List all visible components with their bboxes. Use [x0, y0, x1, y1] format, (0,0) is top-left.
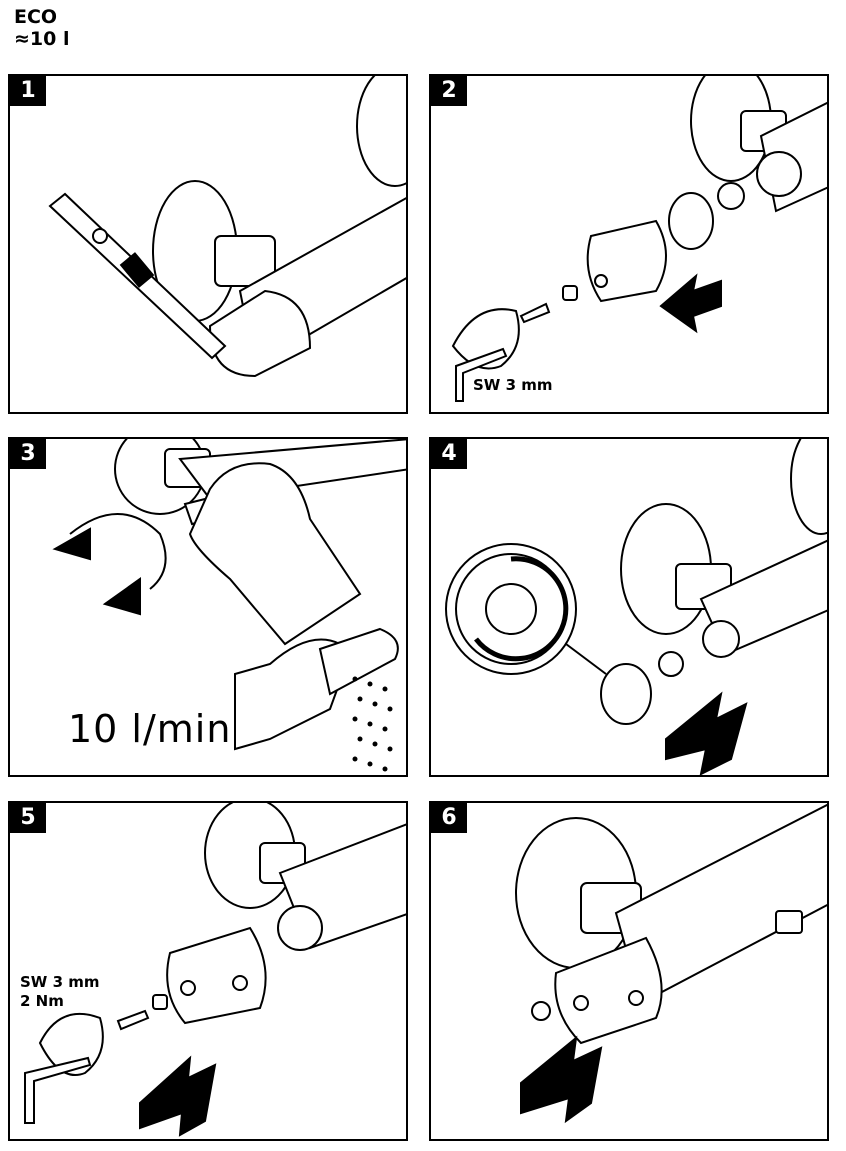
thermostat-cartridge-icon	[277, 905, 323, 951]
step-2-illustration	[451, 76, 827, 402]
outlet-thread-icon	[775, 910, 803, 934]
step-5-illustration	[24, 803, 406, 1137]
hex-key-icon	[455, 347, 508, 402]
cap-insert-icon	[152, 994, 168, 1010]
step-number: 5	[10, 803, 46, 833]
step-3-illustration	[52, 439, 406, 772]
hex-key-icon	[24, 1056, 92, 1124]
step-panel-4: 4	[429, 437, 829, 777]
wall-rosette-icon	[790, 439, 827, 535]
ring-nut-icon	[658, 651, 684, 677]
handle-cap-icon	[208, 289, 312, 378]
step-number: 3	[10, 439, 46, 469]
flow-rate-label: ≈10 l	[14, 28, 70, 50]
step-panel-3: 3 10 l/min	[8, 437, 408, 777]
step-4-illustration	[445, 439, 827, 775]
step-number: 2	[431, 76, 467, 106]
step-1-illustration	[48, 76, 406, 378]
cap-insert-icon	[531, 1001, 551, 1021]
knurled-grip-icon	[119, 252, 155, 288]
handle-cap-icon	[166, 926, 267, 1025]
ring-nut-icon	[717, 182, 745, 210]
wall-rosette-icon	[356, 76, 406, 187]
handle-cap-icon	[586, 219, 667, 303]
hand-shower-icon	[318, 627, 399, 696]
tool-size-label: SW 3 mm	[20, 973, 100, 991]
eco-label: ECO	[14, 6, 58, 28]
rotation-indicator-icon	[474, 556, 569, 662]
tool-size-label: SW 3 mm	[473, 376, 553, 394]
step-6-illustration	[515, 803, 827, 1124]
hand-icon	[188, 462, 362, 646]
direction-arrow-icon	[659, 273, 722, 334]
hand-icon	[234, 638, 352, 751]
torque-label: 2 Nm	[20, 992, 64, 1010]
flow-rate-value: 10 l/min	[68, 707, 232, 751]
screw-icon	[519, 302, 551, 324]
cap-insert-icon	[562, 285, 578, 301]
direction-arrow-icon	[665, 691, 748, 775]
step-number: 6	[431, 803, 467, 833]
thermostat-cartridge-icon	[756, 151, 802, 197]
handle-cap-icon	[554, 936, 663, 1045]
step-panel-1: 1	[8, 74, 408, 414]
limiter-insert-icon	[600, 663, 652, 725]
direction-arrow-icon	[520, 1035, 603, 1124]
step-number: 4	[431, 439, 467, 469]
direction-arrow-icon	[139, 1055, 217, 1137]
limiter-insert-icon	[668, 192, 714, 250]
step-panel-5: 5 SW 3 mm 2 Nm	[8, 801, 408, 1141]
rotation-arrow-icon	[69, 513, 167, 590]
step-number: 1	[10, 76, 46, 106]
thermostat-cartridge-icon	[702, 620, 740, 658]
step-panel-6: 6	[429, 801, 829, 1141]
screw-icon	[116, 1009, 150, 1031]
step-panel-2: 2 SW 3 mm	[429, 74, 829, 414]
page-header: ECO ≈10 l	[14, 6, 70, 50]
hex-nut-icon	[214, 235, 276, 287]
